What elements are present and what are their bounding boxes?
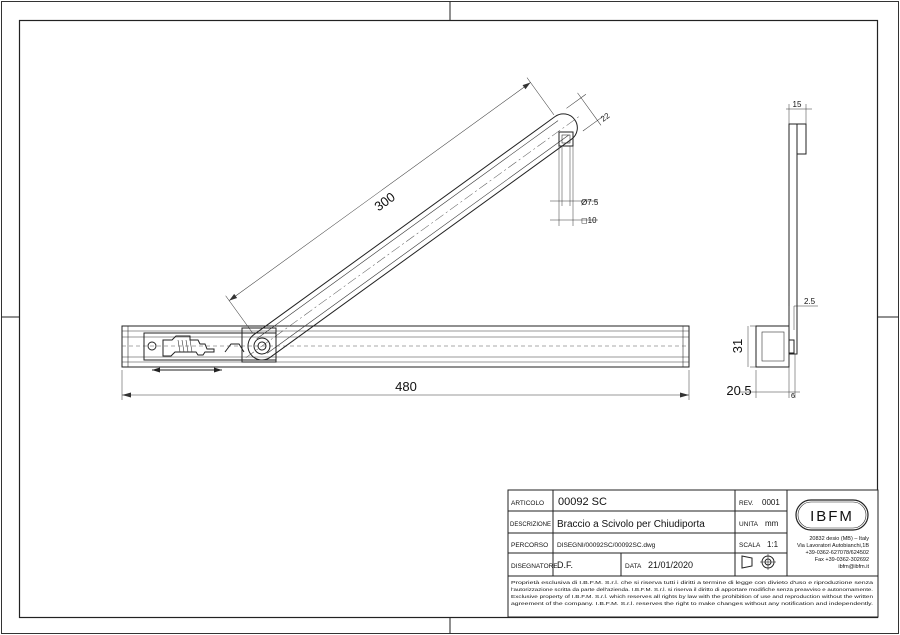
dim-hole-diameter: Ø7.5 <box>581 198 599 207</box>
percorso-value: DISEGNI/00092SC/00092SC.dwg <box>557 542 656 549</box>
scala-label: SCALA <box>739 542 761 549</box>
side-view <box>740 104 818 398</box>
unita-label: UNITA <box>739 521 759 528</box>
descrizione-value: Braccio a Scivolo per Chiudiporta <box>557 519 705 530</box>
dim-side-depth: 20.5 <box>726 383 751 398</box>
disclaimer-line: agreement of the company. I.B.F.M. S.r.l… <box>511 601 873 607</box>
dim-side-base: 6 <box>791 393 795 400</box>
company-logo: IBFM <box>810 508 854 525</box>
disclaimer-line: Proprietà esclusiva di I.B.F.M. S.r.l. c… <box>511 580 873 586</box>
scala-value: 1:1 <box>767 540 779 549</box>
address-line: +39-0362-627078/624502 <box>806 550 869 556</box>
dim-arm-length: 300 <box>372 189 398 214</box>
dim-square-size: ◻10 <box>581 216 597 225</box>
articolo-value: 00092 SC <box>558 496 607 508</box>
travel-arrow <box>152 367 222 373</box>
address-line: ibfm@ibfm.it <box>838 564 869 570</box>
inner-border <box>18 19 879 619</box>
dim-arm-width: 22 <box>599 111 612 124</box>
disclaimer-line: l'autorizzazione scritta da parte dell'a… <box>511 587 873 593</box>
rev-label: REV. <box>739 500 754 507</box>
square-pivot <box>550 131 598 226</box>
address-line: Fax +39-0362-302692 <box>815 557 869 563</box>
title-block <box>507 489 879 618</box>
dim-rail-length: 480 <box>395 379 417 394</box>
data-label: DATA <box>625 563 642 570</box>
articolo-label: ARTICOLO <box>511 500 544 507</box>
disclaimer-line: Exclusive property of I.B.F.M. S.r.l. wh… <box>511 594 873 600</box>
address-line: Via Lavoratori Autobianchi,1B <box>797 543 869 549</box>
data-value: 21/01/2020 <box>648 560 693 570</box>
address-line: 20832 desio (MB) – Italy <box>809 536 869 542</box>
dim-side-top-width: 15 <box>793 100 802 109</box>
pivot-pin <box>241 327 277 363</box>
disegnatore-label: DISEGNATORE <box>511 563 558 570</box>
disegnatore-value: D.F. <box>557 560 573 570</box>
arm <box>225 77 603 361</box>
dim-side-height: 31 <box>730 339 745 353</box>
unita-value: mm <box>765 519 779 528</box>
rev-value: 0001 <box>762 498 780 507</box>
rail <box>121 325 690 368</box>
dim-side-offset: 2.5 <box>804 297 816 306</box>
descrizione-label: DESCRIZIONE <box>510 522 551 528</box>
rail-length-dimension <box>121 370 690 400</box>
percorso-label: PERCORSO <box>511 542 548 549</box>
